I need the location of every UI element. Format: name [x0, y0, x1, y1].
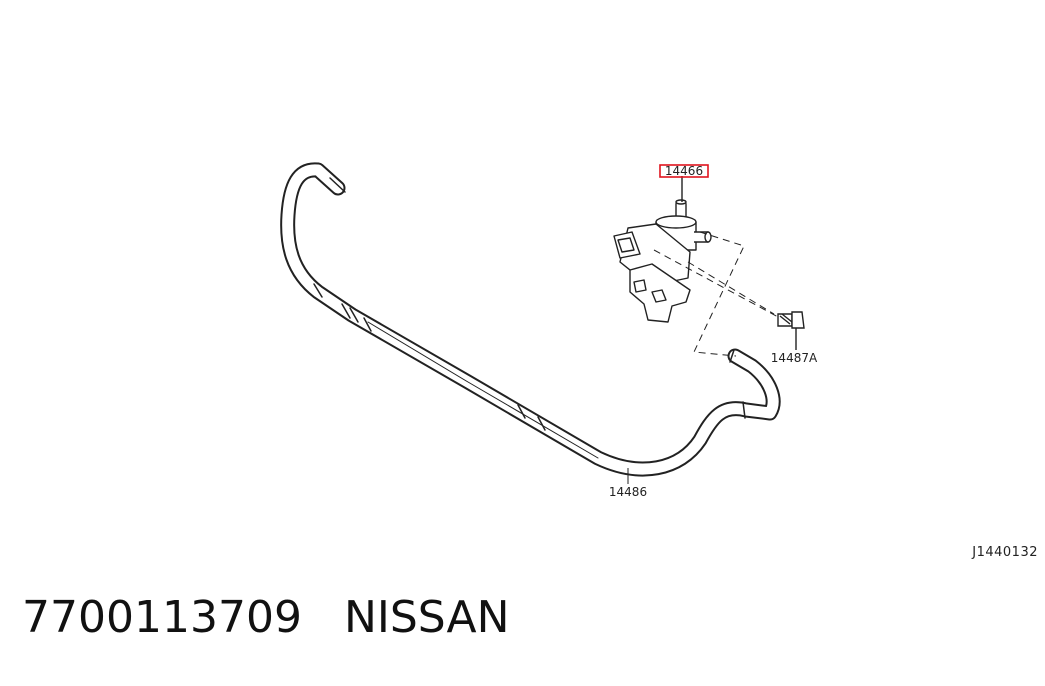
callout-14466: 14466: [665, 164, 703, 178]
vacuum-hose: [280, 162, 781, 477]
callout-14487a: 14487A: [771, 351, 818, 365]
highlight-box: [659, 164, 709, 178]
purge-solenoid-valve: [613, 176, 712, 323]
brand-name: NISSAN: [343, 592, 510, 643]
callout-14486: 14486: [609, 485, 647, 499]
bolt: [777, 311, 805, 350]
assembly-guide-lines: [653, 231, 781, 357]
part-number: 7700113709: [22, 592, 302, 643]
diagram-reference-code: J1440132: [971, 545, 1038, 560]
